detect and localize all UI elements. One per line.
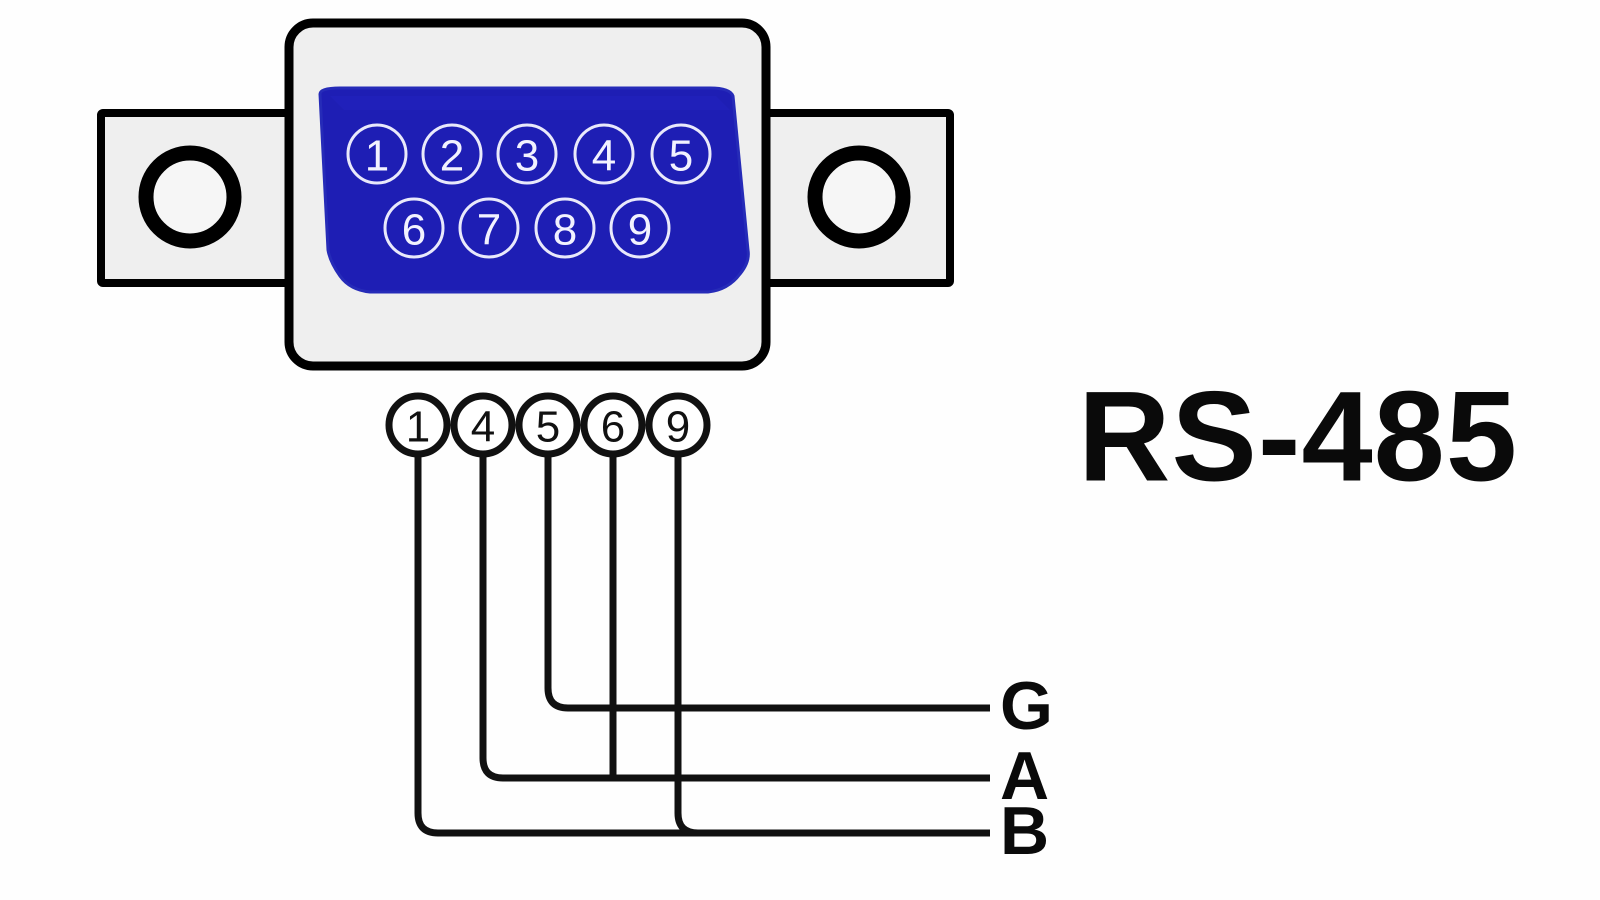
breakout-pin-6: 6 (580, 392, 646, 458)
connector-pin-5: 5 (650, 123, 712, 185)
pin-label: 4 (592, 132, 616, 181)
insert-highlight (330, 96, 730, 110)
pin-label: 9 (628, 206, 652, 255)
breakout-pin-5: 5 (515, 392, 581, 458)
breakout-circle (580, 392, 646, 458)
wire-pin4-to-A (479, 453, 990, 782)
pin-label: 2 (440, 132, 464, 181)
pin-circle (496, 123, 558, 185)
connector-pin-8: 8 (534, 197, 596, 259)
db9-connector: 1 2 3 4 5 6 (97, 18, 954, 371)
breakout-circle (385, 392, 451, 458)
breakout-label: 1 (406, 403, 430, 452)
signal-label-G: G (1000, 668, 1053, 744)
connector-pin-6: 6 (383, 197, 445, 259)
pin-circle (573, 123, 635, 185)
breakout-label: 5 (536, 403, 560, 452)
connector-pin-7: 7 (458, 197, 520, 259)
pin-circle (650, 123, 712, 185)
pin-label: 1 (365, 132, 389, 181)
pin-label: 3 (515, 132, 539, 181)
pin-circle (421, 123, 483, 185)
breakout-pin-1: 1 (385, 392, 451, 458)
wiring-harness (414, 453, 990, 837)
connector-pin-3: 3 (496, 123, 558, 185)
connector-pin-4: 4 (573, 123, 635, 185)
pin-circle (383, 197, 445, 259)
breakout-label: 6 (601, 403, 625, 452)
right-flange (750, 109, 954, 287)
left-mounting-hole-icon (138, 145, 242, 249)
connector-pin-9: 9 (609, 197, 671, 259)
pin-label: 6 (402, 206, 426, 255)
left-flange (97, 109, 305, 287)
connector-pin-2: 2 (421, 123, 483, 185)
breakout-circle (450, 392, 516, 458)
pin-circle (346, 123, 408, 185)
signal-labels: G A B (1000, 668, 1053, 869)
wire-pin5-to-G (544, 453, 990, 712)
wire-pin9-to-B (674, 453, 990, 837)
pin-circle (609, 197, 671, 259)
breakout-circle (645, 392, 711, 458)
right-mounting-hole-icon (807, 145, 911, 249)
pin-label: 8 (553, 206, 577, 255)
connector-pin-1: 1 (346, 123, 408, 185)
connector-insert (318, 86, 750, 294)
pin-row-top: 1 2 3 4 5 (346, 123, 712, 185)
pin-label: 5 (669, 132, 693, 181)
diagram-title: RS-485 (1078, 366, 1518, 509)
signal-label-B: B (1000, 793, 1049, 869)
breakout-pins: 1 4 5 6 9 (385, 392, 711, 458)
breakout-circle (515, 392, 581, 458)
breakout-pin-4: 4 (450, 392, 516, 458)
wire-pin1-to-B (414, 453, 990, 837)
pin-circle (534, 197, 596, 259)
signal-label-A: A (1000, 738, 1049, 814)
pin-row-bottom: 6 7 8 9 (383, 197, 671, 259)
pin-label: 7 (477, 206, 501, 255)
breakout-label: 9 (666, 403, 690, 452)
pin-circle (458, 197, 520, 259)
breakout-pin-9: 9 (645, 392, 711, 458)
breakout-label: 4 (471, 403, 495, 452)
